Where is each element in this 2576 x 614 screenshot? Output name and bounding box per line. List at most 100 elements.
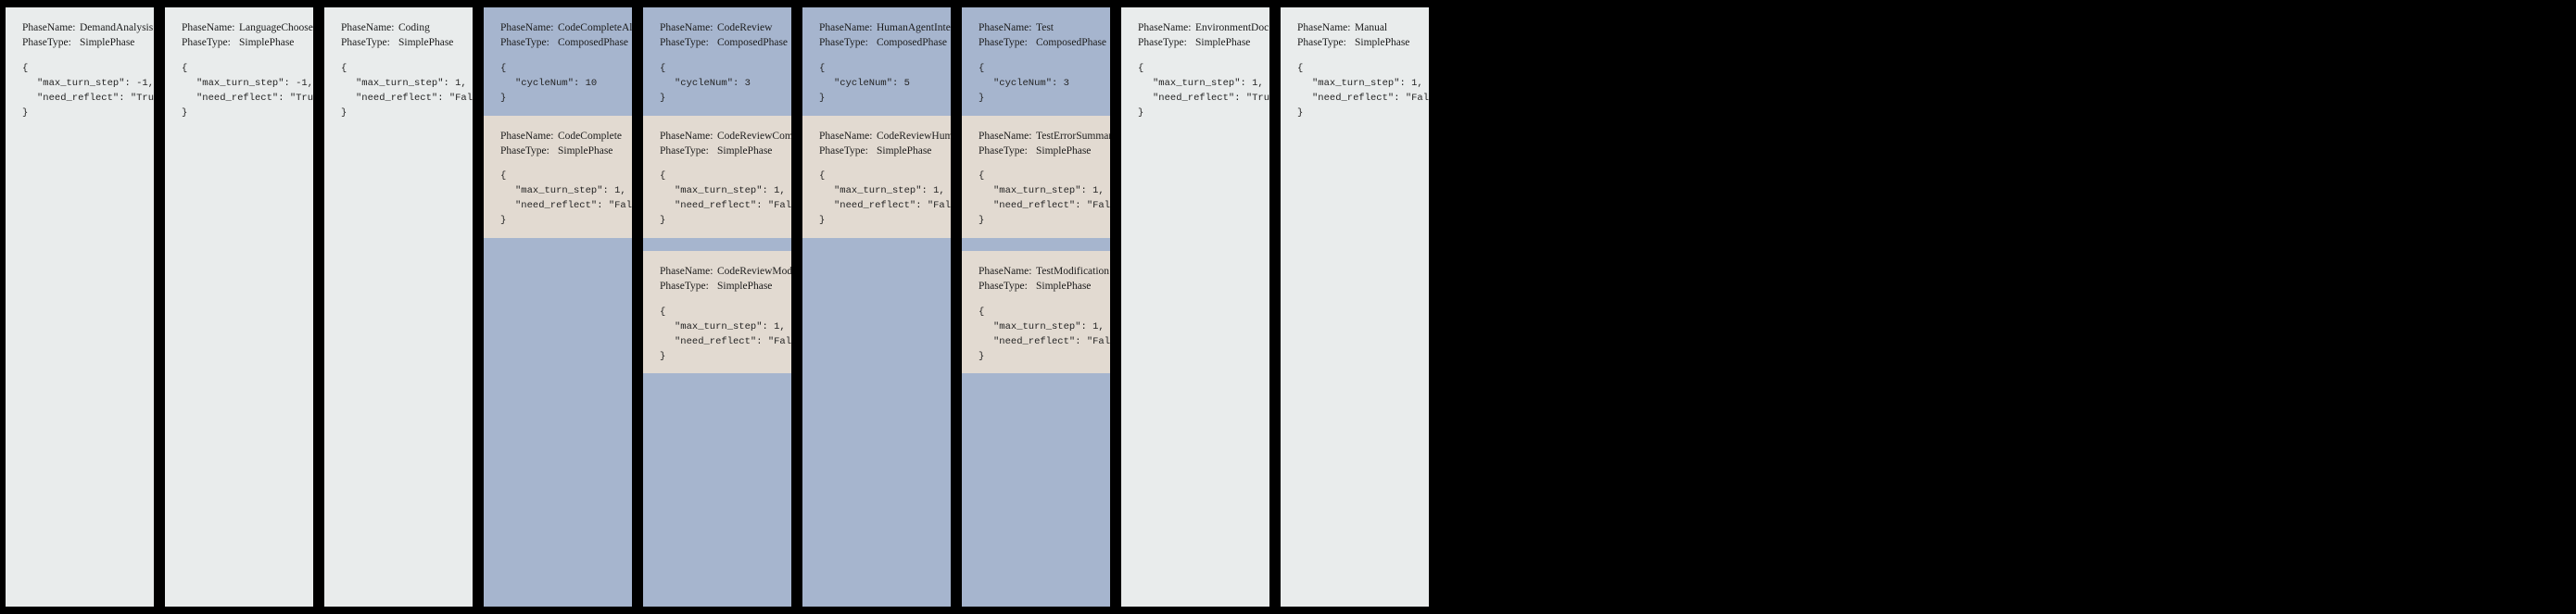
phase-type-label: PhaseType: <box>979 37 1028 49</box>
json-property-text: "need_reflect": "True" <box>37 92 154 104</box>
json-property-line: "need_reflect": "False" <box>979 335 1110 350</box>
phase-type-label: PhaseType: <box>22 37 71 49</box>
phase-type-label: PhaseType: <box>1138 37 1187 49</box>
phase-type-value: SimplePhase <box>558 144 613 157</box>
phase-type-value: ComposedPhase <box>877 37 948 49</box>
json-property-line: "need_reflect": "True" <box>182 92 313 107</box>
json-property-line: "max_turn_step": 1, <box>500 184 626 199</box>
json-property-line: "max_turn_step": -1, <box>22 77 154 92</box>
phase-config-json: {"max_turn_step": 1,"need_reflect": "Fal… <box>979 169 1110 229</box>
phase-block-humanagentinteraction[interactable]: PhaseName:HumanAgentInteractionPhaseType… <box>802 7 951 116</box>
json-brace-open: { <box>660 170 666 182</box>
json-brace-close: } <box>1297 107 1304 119</box>
phase-name-value: CodeReviewHuman <box>877 130 951 142</box>
composed-phase-separator <box>962 237 1110 251</box>
json-brace-close: } <box>819 215 826 227</box>
json-property-line: "need_reflect": "False" <box>819 199 951 214</box>
phase-type-value: SimplePhase <box>1036 144 1092 157</box>
json-property-text: "max_turn_step": -1, <box>196 77 313 89</box>
phase-config-json: {"max_turn_step": 1,"need_reflect": "Tru… <box>1138 62 1269 121</box>
json-property-text: "max_turn_step": 1, <box>675 185 786 197</box>
phase-name-row: PhaseName:Test <box>979 20 1101 35</box>
json-brace-open: { <box>182 62 188 74</box>
json-brace-close: } <box>979 215 985 227</box>
json-brace-close: } <box>22 107 29 119</box>
json-property-text: "need_reflect": "False" <box>675 335 791 347</box>
phase-name-label: PhaseName: <box>182 22 235 33</box>
json-property-line: "need_reflect": "False" <box>660 199 791 214</box>
phase-type-label: PhaseType: <box>500 37 549 49</box>
json-brace-open: { <box>979 62 985 74</box>
json-property-text: "need_reflect": "False" <box>515 200 632 212</box>
json-brace-open: { <box>660 306 666 318</box>
json-property-line: "max_turn_step": 1, <box>819 184 945 199</box>
phase-type-label: PhaseType: <box>819 37 868 49</box>
phase-block-codereviewmodification[interactable]: PhaseName:CodeReviewModificationPhaseTyp… <box>643 250 791 374</box>
json-brace-open: { <box>819 62 826 74</box>
phase-name-label: PhaseName: <box>660 22 713 33</box>
json-property-text: "max_turn_step": 1, <box>356 77 467 89</box>
phase-card-human-agent-interaction[interactable]: PhaseName:HumanAgentInteractionPhaseType… <box>802 7 951 607</box>
phase-type-value: SimplePhase <box>239 37 295 49</box>
phase-type-label: PhaseType: <box>979 281 1028 293</box>
json-property-line: "need_reflect": "False" <box>979 199 1110 214</box>
json-property-line: "cycleNum": 3 <box>979 77 1101 92</box>
phase-name-label: PhaseName: <box>660 265 713 277</box>
phase-name-label: PhaseName: <box>819 130 873 142</box>
phase-type-row: PhaseType:SimplePhase <box>979 144 1101 158</box>
json-property-text: "need_reflect": "False" <box>993 335 1110 347</box>
phase-config-json: {"max_turn_step": -1,"need_reflect": "Tr… <box>22 62 154 121</box>
phase-column-human-agent-interaction: PhaseName:HumanAgentInteractionPhaseType… <box>802 7 951 607</box>
json-property-line: "max_turn_step": 1, <box>660 184 786 199</box>
phase-type-value: SimplePhase <box>1355 37 1410 49</box>
json-property-line: "need_reflect": "True" <box>22 92 154 107</box>
json-property-line: "max_turn_step": 1, <box>341 77 467 92</box>
phase-block-codereviewhuman[interactable]: PhaseName: CodeReviewHumanPhaseType:Simpl… <box>802 115 951 238</box>
phase-name-label: PhaseName: <box>341 22 395 33</box>
phase-type-label: PhaseType: <box>660 281 709 293</box>
phase-type-value: ComposedPhase <box>1036 37 1107 49</box>
composed-phase-filler <box>643 386 791 607</box>
json-brace-close: } <box>660 92 666 104</box>
phase-name-row: PhaseName:CodeReview <box>660 20 782 35</box>
composed-phase-separator <box>962 373 1110 387</box>
phase-type-row: PhaseType:SimplePhase <box>182 35 304 50</box>
phase-config-json: {"max_turn_step": 1,"need_reflect": "Fal… <box>660 306 791 365</box>
phase-name-value: TestModification <box>1036 265 1110 277</box>
json-property-line: "need_reflect": "True" <box>1138 92 1269 107</box>
phase-name-value: CodeComplete <box>558 130 622 142</box>
phase-block-codereviewcomment[interactable]: PhaseName:CodeReviewCommentPhaseType:Sim… <box>643 115 791 238</box>
phase-config-json: { "max_turn_step": -1, "need_reflect": "Tr… <box>182 62 313 121</box>
phase-config-json: {"max_turn_step": 1,"need_reflect": "Fal… <box>1297 62 1429 121</box>
phase-type-value: SimplePhase <box>398 37 454 49</box>
json-property-text: "max_turn_step": 1, <box>515 185 626 197</box>
phase-name-row: PhaseName:HumanAgentInteraction <box>819 20 951 35</box>
json-property-line: "need_reflect": "False" <box>341 92 473 107</box>
phase-name-value: TestErrorSummary <box>1036 130 1110 142</box>
phase-type-row: PhaseType:SimplePhase <box>819 144 941 158</box>
json-property-text: "need_reflect": "False" <box>993 200 1110 212</box>
phase-type-value: ComposedPhase <box>717 37 789 49</box>
json-property-text: "max_turn_step": 1, <box>993 185 1105 197</box>
phase-name-row: PhaseName:DemandAnalysis <box>22 20 153 35</box>
